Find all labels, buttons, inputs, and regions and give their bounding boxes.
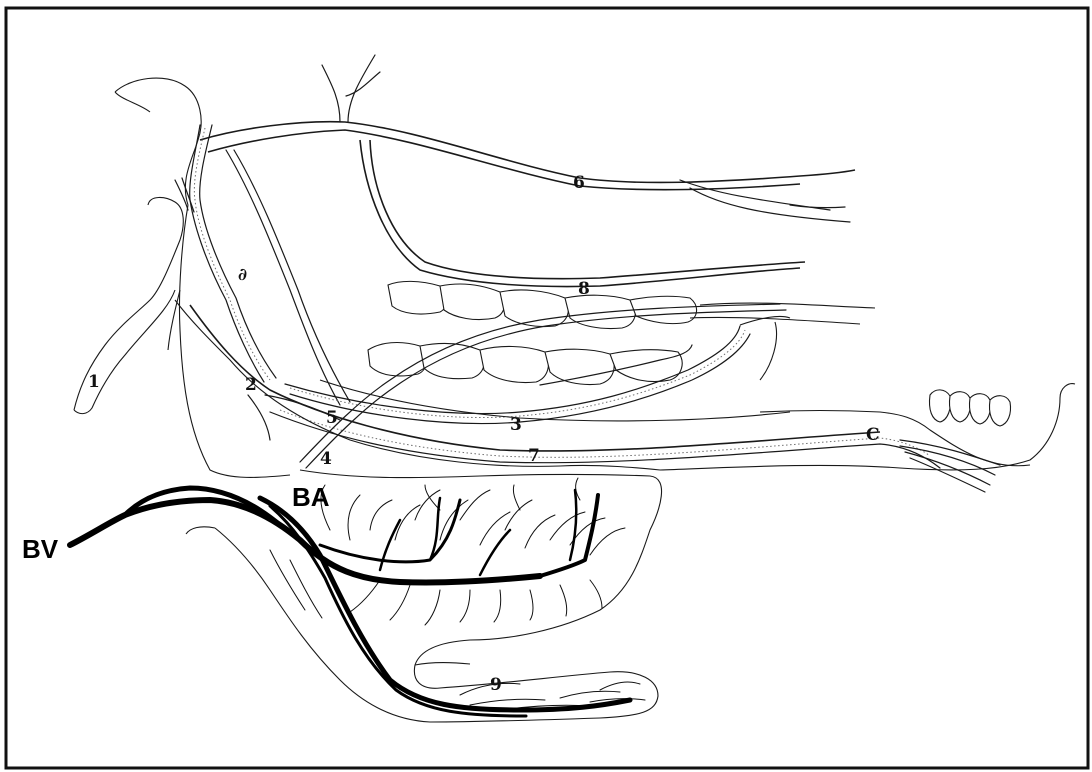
figure-frame [6, 8, 1088, 768]
label-5: 5 [326, 408, 338, 428]
ramus-outline-2 [168, 290, 180, 350]
label-9: 9 [490, 675, 502, 695]
nerve-4 [300, 304, 780, 462]
ramus-outline [179, 205, 290, 477]
ear-outline [115, 78, 201, 205]
incisors [929, 390, 1010, 426]
mastoid-outline-2 [74, 290, 175, 414]
nerve-8 [360, 140, 800, 287]
label-bv: BV [22, 534, 59, 564]
sublingual-twigs [270, 550, 645, 710]
gland-twigs [321, 478, 625, 625]
label-2: 2 [245, 375, 257, 395]
label-ba: BA [292, 482, 330, 512]
label-6: 6 [573, 173, 585, 193]
label-1: 1 [88, 372, 100, 392]
label-c: C [866, 425, 880, 445]
blood-vessel-bv [70, 500, 540, 583]
label-7: 7 [528, 446, 540, 466]
upper-teeth [388, 281, 697, 328]
label-a: ∂ [238, 265, 247, 285]
label-8: 8 [578, 279, 590, 299]
label-3: 3 [510, 415, 522, 435]
ear-outline-lower [115, 92, 150, 112]
label-4: 4 [320, 449, 332, 469]
